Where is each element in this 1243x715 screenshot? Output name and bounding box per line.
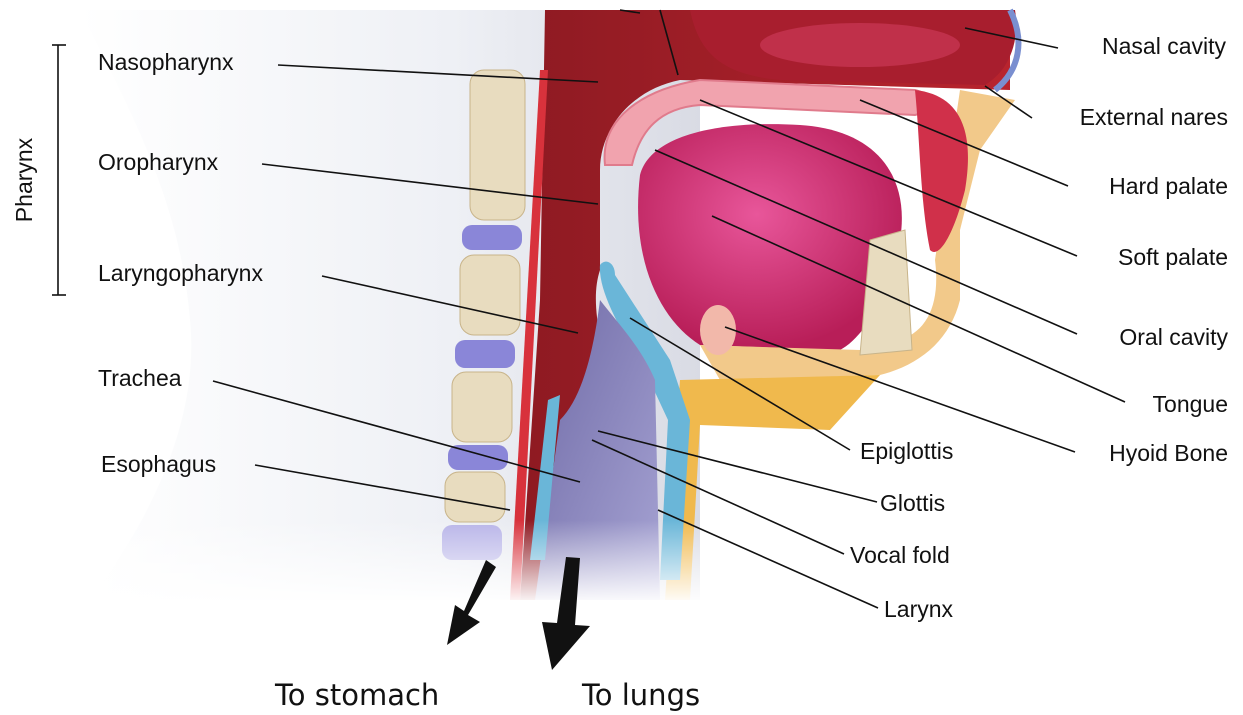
- label-nasal-cavity: Nasal cavity: [1102, 33, 1226, 59]
- label-external-nares: External nares: [1080, 104, 1228, 130]
- label-laryngopharynx: Laryngopharynx: [98, 260, 263, 286]
- label-tongue: Tongue: [1153, 391, 1228, 417]
- label-larynx: Larynx: [884, 596, 954, 622]
- label-hyoid-bone: Hyoid Bone: [1109, 440, 1228, 466]
- caption-to-stomach: To stomach: [274, 678, 439, 712]
- label-nasopharynx: Nasopharynx: [98, 49, 234, 75]
- anatomy-illustration: [80, 10, 1018, 605]
- label-esophagus: Esophagus: [101, 451, 216, 477]
- label-vocal-fold: Vocal fold: [850, 542, 950, 568]
- caption-to-lungs: To lungs: [581, 678, 700, 712]
- nasal-concha: [760, 23, 960, 67]
- pharynx-group-label: Pharynx: [11, 137, 37, 222]
- label-epiglottis: Epiglottis: [860, 438, 953, 464]
- label-glottis: Glottis: [880, 490, 945, 516]
- hyoid-shape: [700, 305, 736, 355]
- label-trachea: Trachea: [98, 365, 182, 391]
- label-oropharynx: Oropharynx: [98, 149, 219, 175]
- bottom-fade: [80, 520, 720, 605]
- label-hard-palate: Hard palate: [1109, 173, 1228, 199]
- tongue-shape: [638, 124, 902, 350]
- pharynx-bracket: Pharynx: [11, 45, 66, 295]
- label-oral-cavity: Oral cavity: [1119, 324, 1228, 350]
- label-soft-palate: Soft palate: [1118, 244, 1228, 270]
